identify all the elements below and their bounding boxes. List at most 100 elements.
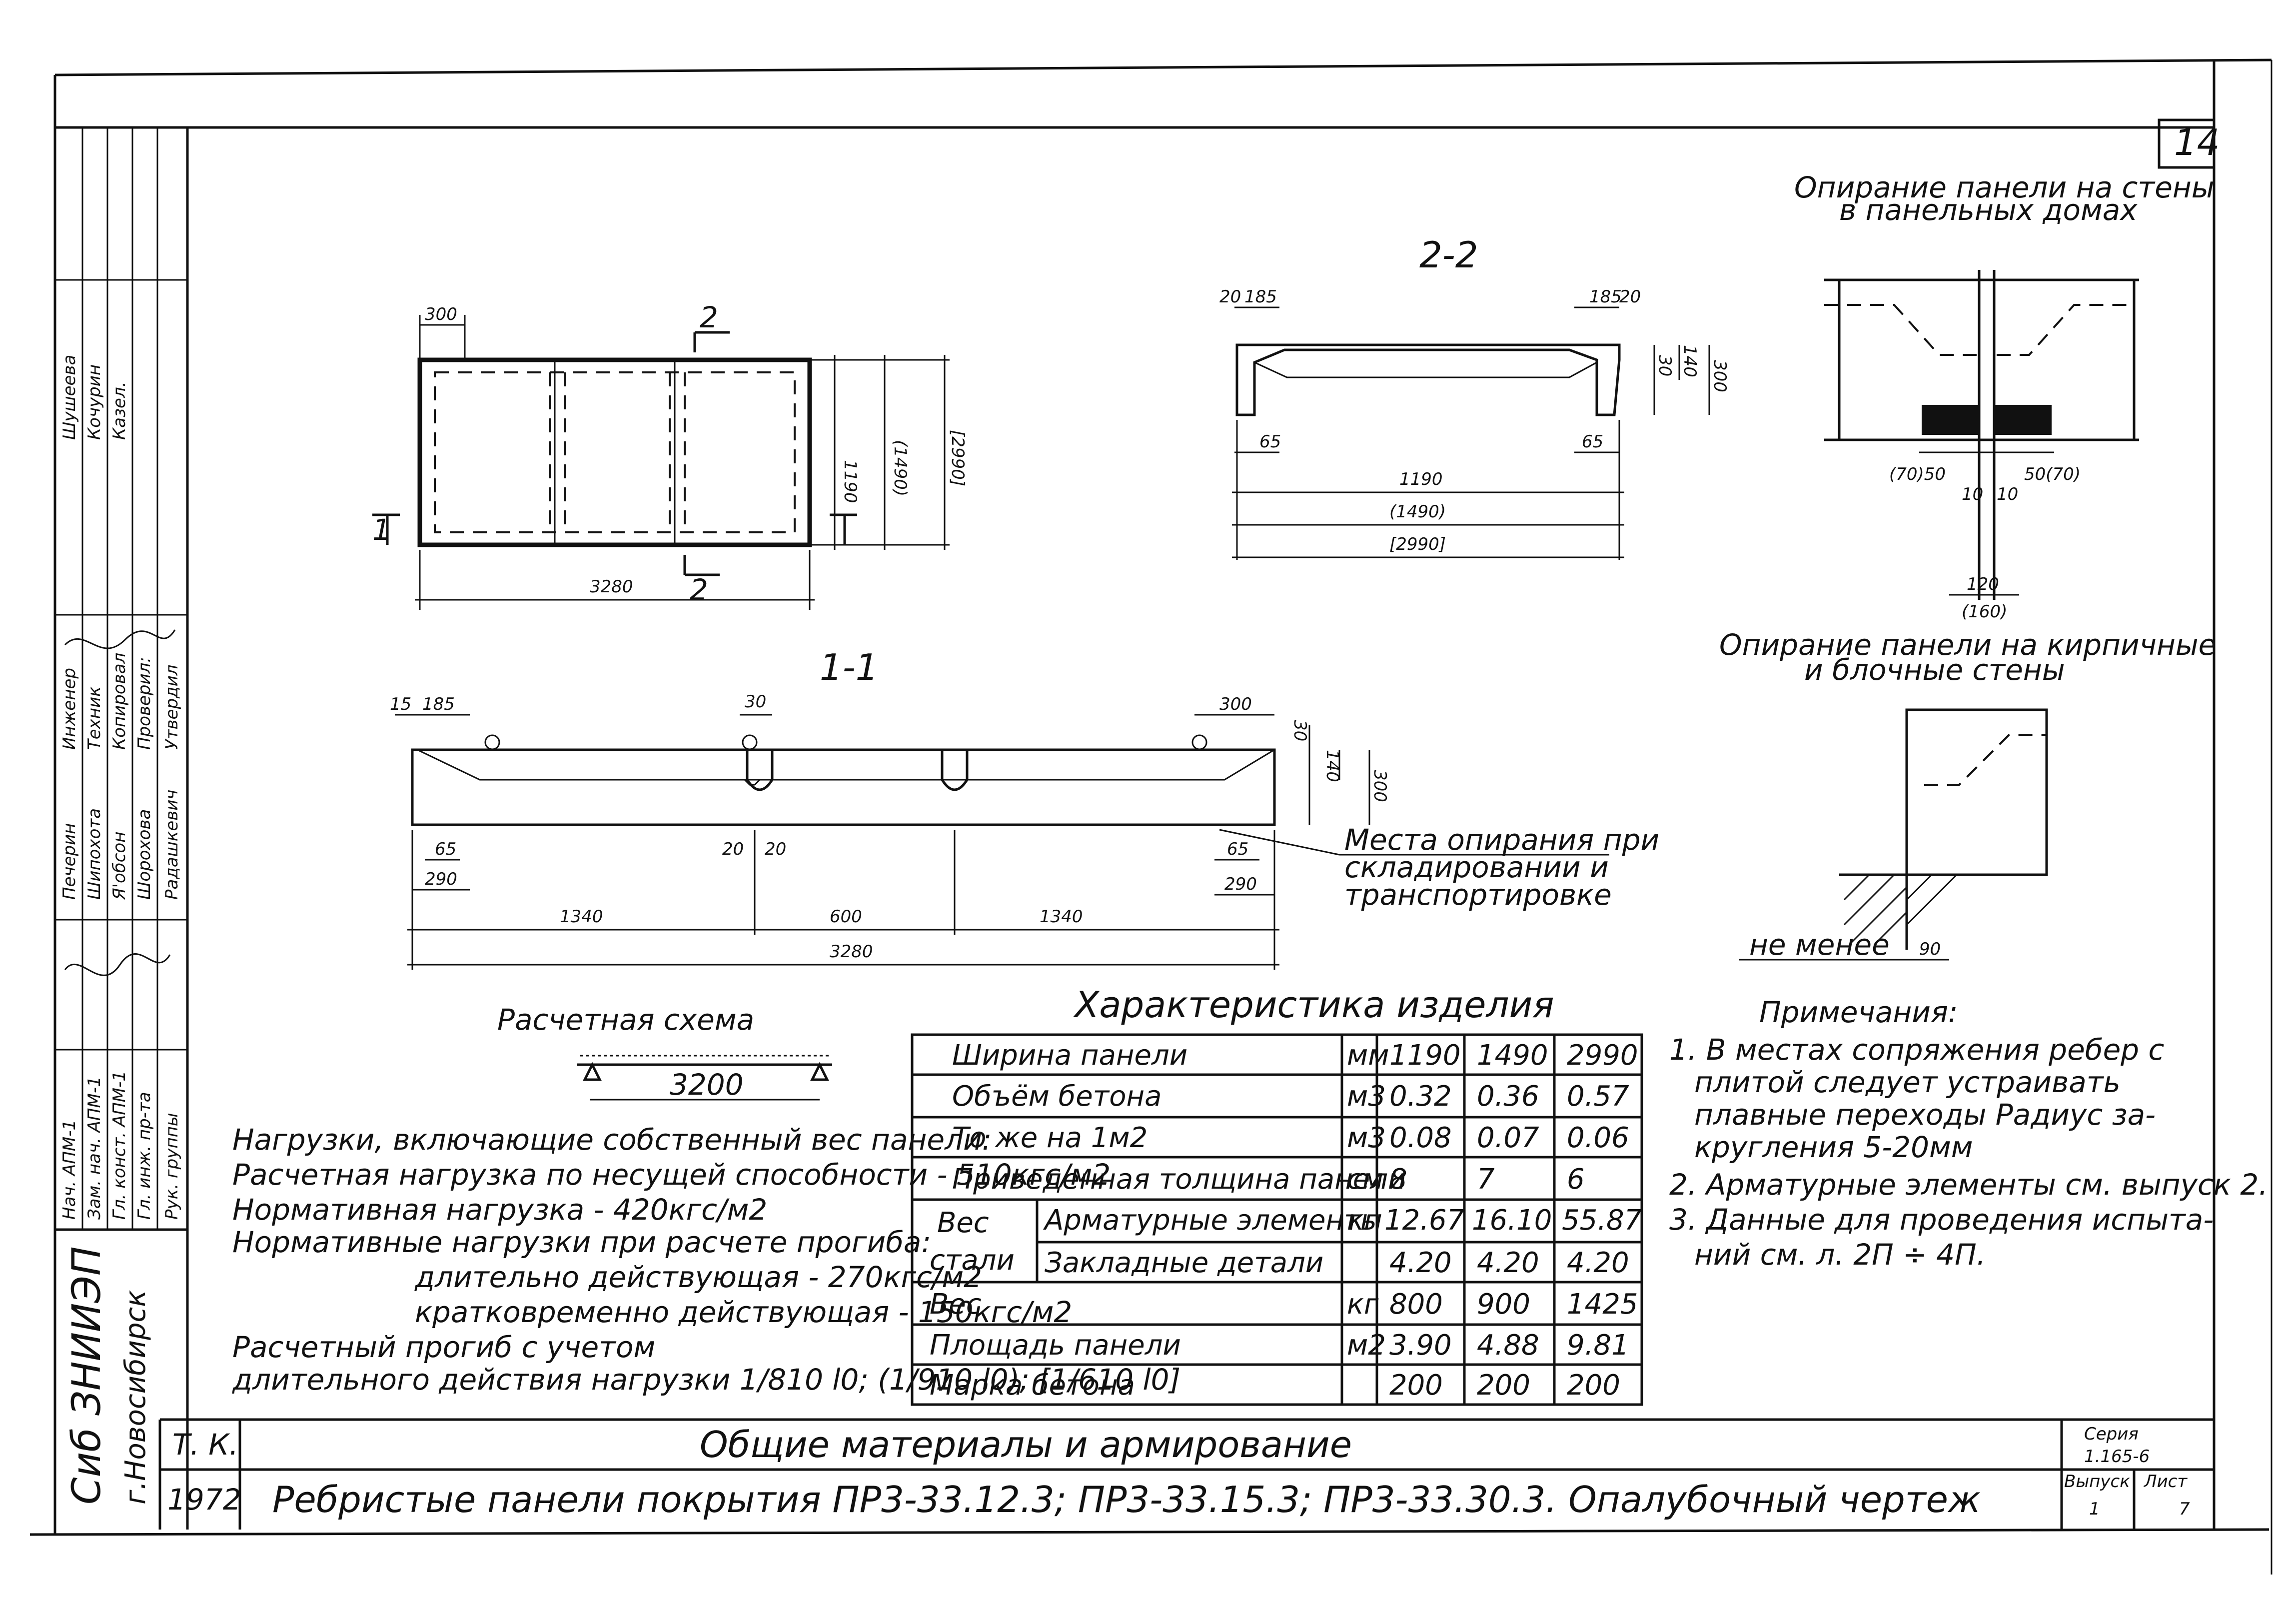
- role-1: Нач. АПМ-1: [59, 1120, 79, 1220]
- name2-2: Кочурин: [84, 364, 104, 440]
- row-area-v2: 4.88: [1477, 1329, 1539, 1362]
- sheet-number-box: 14: [2158, 118, 2220, 169]
- calc-scheme: Расчетная схема 3200: [497, 1003, 832, 1102]
- steel-group-2: стали: [930, 1244, 1015, 1277]
- row-weight-label: Вес: [930, 1288, 982, 1321]
- row-rebar-v1: 12.67: [1384, 1204, 1465, 1237]
- plan-dim-2990: [2990]: [948, 430, 968, 486]
- signature-scribble: [64, 953, 171, 976]
- s22-dim-30: 30: [1655, 355, 1675, 376]
- notes-title: Примечания:: [1759, 995, 1958, 1029]
- section-2-2-label: 2-2: [1419, 234, 1478, 276]
- signature-scribble-2: [64, 629, 176, 649]
- s22-dim-20b: 20: [1619, 287, 1641, 307]
- loads-line-1: Нагрузки, включающие собственный вес пан…: [232, 1123, 992, 1157]
- sub-title: Ребристые панели покрытия ПР3-33.12.3; П…: [272, 1479, 1981, 1521]
- s22-dim-300: 300: [1710, 360, 1730, 392]
- loads-line-4: Нормативные нагрузки при расчете прогиба…: [232, 1225, 931, 1259]
- support-panel-dim-160: (160): [1962, 602, 2007, 622]
- section-2-2: 2-2 20 185 185 20 30 140 300 65 65 1190 …: [1219, 234, 1730, 560]
- row-thickness-v2: 7: [1477, 1163, 1495, 1196]
- support-brick-title-1: Опирание панели на кирпичные: [1719, 628, 2216, 662]
- row-thickness-label: Приведенная толщина панели: [952, 1163, 1406, 1196]
- issue-value: 1: [2089, 1499, 2100, 1519]
- support-note-2: складировании и: [1344, 850, 1609, 884]
- calc-scheme-title: Расчетная схема: [497, 1003, 754, 1037]
- s11-dim-15: 15: [390, 694, 411, 714]
- row-concrete-label: Марка бетона: [930, 1369, 1135, 1402]
- notes-line-6: 3. Данные для проведения испыта-: [1669, 1203, 2214, 1237]
- row-weight-v2: 900: [1477, 1288, 1530, 1321]
- support-brick-dim: 90: [1919, 939, 1941, 959]
- support-panel-dim-right: 50(70): [2024, 464, 2081, 484]
- row-per-m2-v1: 0.08: [1389, 1122, 1452, 1154]
- notes-line-1: 1. В местах сопряжения ребер с: [1669, 1033, 2165, 1067]
- org-name: Сиб ЗНИИЭП: [64, 1246, 109, 1505]
- s22-dim-1190: 1190: [1399, 469, 1443, 489]
- row-thickness-v3: 6: [1567, 1163, 1585, 1196]
- row-thickness-v1: 8: [1389, 1163, 1407, 1196]
- support-panel-title-2: в панельных домах: [1839, 193, 2138, 227]
- name2-1: Шушеева: [59, 355, 79, 440]
- support-brick-title-2: и блочные стены: [1804, 653, 2065, 687]
- row-per-m2-v2: 0.07: [1477, 1122, 1539, 1154]
- notes-block: Примечания: 1. В местах сопряжения ребер…: [1669, 995, 2268, 1272]
- row-volume-unit: м3: [1347, 1080, 1386, 1113]
- s22-dim-1490: (1490): [1389, 502, 1446, 522]
- row-weight-unit: кг: [1347, 1288, 1379, 1321]
- notes-line-2: плитой следует устраивать: [1694, 1065, 2121, 1099]
- row-concrete-v1: 200: [1389, 1369, 1443, 1402]
- loads-line-8: длительного действия нагрузки 1/810 l0; …: [232, 1363, 1180, 1397]
- s11-dim-30v: 30: [1290, 720, 1310, 741]
- sheet-number: 14: [2174, 121, 2220, 163]
- row-area-unit: м2: [1347, 1329, 1386, 1362]
- row-embedded-v3: 4.20: [1567, 1247, 1629, 1279]
- s22-dim-185b: 185: [1589, 287, 1622, 307]
- section-1-1: 1-1 15 185 30 300 30 140 300 65 290 20 2…: [390, 646, 1659, 970]
- support-panel-dim-left: (70)50: [1889, 464, 1946, 484]
- plan-view: 300 3280 1190 (1490) [2990] 2 2 1: [372, 300, 968, 610]
- sheet-frame: [29, 58, 2273, 1575]
- row-per-m2-unit: м3: [1347, 1122, 1386, 1154]
- year-label: 1972: [167, 1483, 241, 1517]
- loads-line-5: длительно действующая - 270кгс/м2: [414, 1260, 982, 1294]
- support-panel-title-1: Опирание панели на стены: [1794, 170, 2215, 204]
- support-note-1: Места опирания при: [1344, 823, 1659, 857]
- issue-label: Выпуск: [2064, 1472, 2130, 1492]
- section-1-1-label: 1-1: [820, 646, 879, 688]
- name-4: Шорохова: [134, 809, 154, 900]
- support-panel-dim-10b: 10: [1997, 484, 2018, 504]
- support-brick-walls: Опирание панели на кирпичные и блочные с…: [1719, 628, 2216, 962]
- plan-dim-1490: (1490): [890, 440, 910, 496]
- row-embedded-v1: 4.20: [1389, 1247, 1452, 1279]
- row-volume-v2: 0.36: [1477, 1080, 1539, 1113]
- role2-1: Инженер: [59, 668, 79, 750]
- row-weight-v3: 1425: [1567, 1288, 1638, 1321]
- row-weight-v1: 800: [1389, 1288, 1443, 1321]
- row-per-m2-label: То же на 1м2: [952, 1122, 1148, 1154]
- series-value: 1.165-6: [2084, 1447, 2150, 1467]
- role-2: Зам. нач. АПМ-1: [84, 1076, 104, 1220]
- s11-dim-1340a: 1340: [560, 907, 603, 927]
- s11-dim-300v: 300: [1370, 770, 1390, 802]
- s22-dim-65a: 65: [1259, 432, 1281, 452]
- support-panel-dim-120: 120: [1967, 574, 1999, 594]
- characteristics-table: Характеристика изделия Ширина панели мм …: [911, 984, 1643, 1406]
- s11-dim-30: 30: [745, 692, 766, 712]
- section-mark-2-bottom: 2: [690, 573, 708, 607]
- loads-line-3: Нормативная нагрузка - 420кгс/м2: [232, 1193, 767, 1227]
- name2-3: Казел.: [109, 381, 129, 440]
- role2-3: Копировал: [109, 653, 129, 750]
- notes-line-7: ний см. л. 2П ÷ 4П.: [1694, 1238, 1986, 1272]
- row-volume-v1: 0.32: [1389, 1080, 1452, 1113]
- s11-dim-20b: 20: [765, 839, 786, 859]
- org-city: г.Новосибирск: [119, 1290, 152, 1505]
- plan-dim-3280: 3280: [590, 577, 633, 597]
- section-mark-2-top: 2: [700, 300, 718, 334]
- row-area-label: Площадь панели: [930, 1329, 1181, 1362]
- row-rebar-v3: 55.87: [1562, 1204, 1642, 1237]
- loads-line-7: Расчетный прогиб с учетом: [232, 1330, 655, 1364]
- s11-dim-290b: 290: [1224, 874, 1257, 894]
- steel-group-1: Вес: [937, 1207, 989, 1239]
- support-panel-walls: Опирание панели на стены в панельных дом…: [1794, 170, 2215, 622]
